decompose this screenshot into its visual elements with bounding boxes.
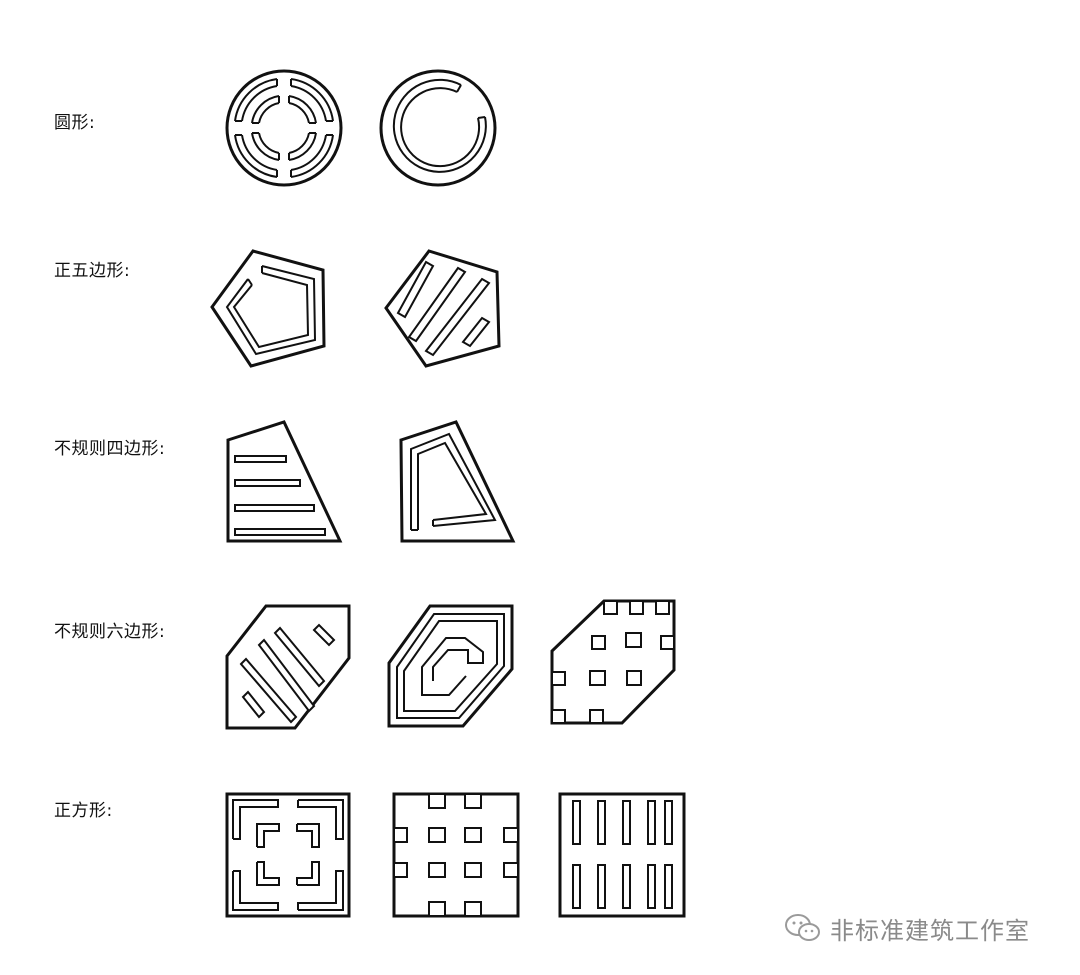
quad-shape-1 bbox=[226, 420, 343, 543]
circle-shape-2 bbox=[379, 69, 497, 187]
square-shape-1 bbox=[225, 792, 351, 918]
hexagon-shape-2 bbox=[387, 604, 514, 728]
wechat-icon bbox=[785, 914, 820, 941]
circle-shape-1 bbox=[225, 69, 343, 187]
row-label-circle: 圆形: bbox=[54, 113, 96, 133]
watermark: 非标准建筑工作室 bbox=[784, 910, 1030, 946]
square-shape-3 bbox=[558, 792, 686, 918]
quad-shape-2 bbox=[399, 420, 516, 543]
hexagon-shape-3 bbox=[550, 599, 676, 725]
hexagon-shape-1 bbox=[225, 604, 351, 730]
row-label-irregular-hexagon: 不规则六边形: bbox=[54, 622, 166, 642]
watermark-text: 非标准建筑工作室 bbox=[830, 916, 1030, 945]
square-shape-2 bbox=[392, 792, 520, 918]
pentagon-shape-1 bbox=[210, 249, 326, 368]
row-label-pentagon: 正五边形: bbox=[54, 261, 131, 281]
pentagon-shape-2 bbox=[384, 249, 501, 368]
row-label-square: 正方形: bbox=[54, 801, 113, 821]
row-label-irregular-quad: 不规则四边形: bbox=[54, 439, 166, 459]
